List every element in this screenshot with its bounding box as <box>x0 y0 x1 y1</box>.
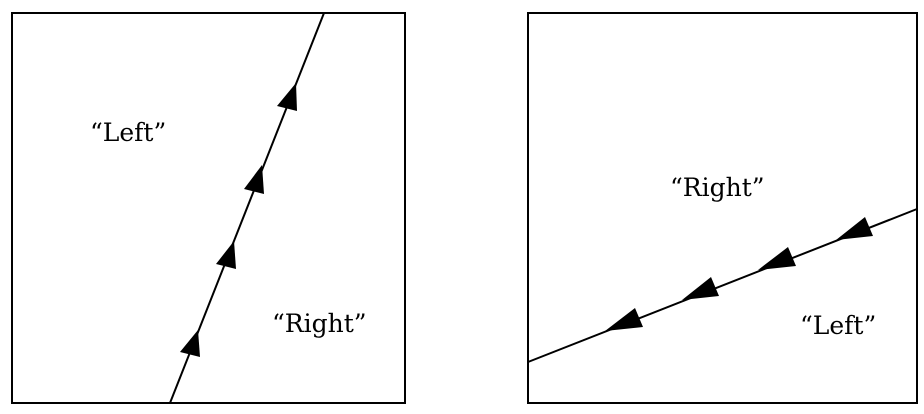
arrowhead <box>836 217 873 240</box>
panel-frame <box>527 12 918 404</box>
region-label-left: “Left” <box>90 118 166 147</box>
arrowheads <box>180 83 297 357</box>
arrowhead <box>605 308 643 331</box>
region-label-left: “Left” <box>800 311 876 340</box>
arrowhead <box>244 165 264 194</box>
panel-leftward-orientation: “Right” “Left” <box>527 12 918 404</box>
region-label-right: “Right” <box>272 309 367 338</box>
arrowhead <box>216 241 236 269</box>
region-label-right: “Right” <box>670 173 765 202</box>
arrowheads <box>605 217 873 331</box>
panel-upward-orientation: “Left” “Right” <box>11 12 406 404</box>
arrowhead <box>180 330 200 357</box>
arrowhead <box>277 83 297 111</box>
arrowhead <box>682 277 719 300</box>
arrowhead <box>758 247 796 270</box>
panel-frame <box>11 12 406 404</box>
